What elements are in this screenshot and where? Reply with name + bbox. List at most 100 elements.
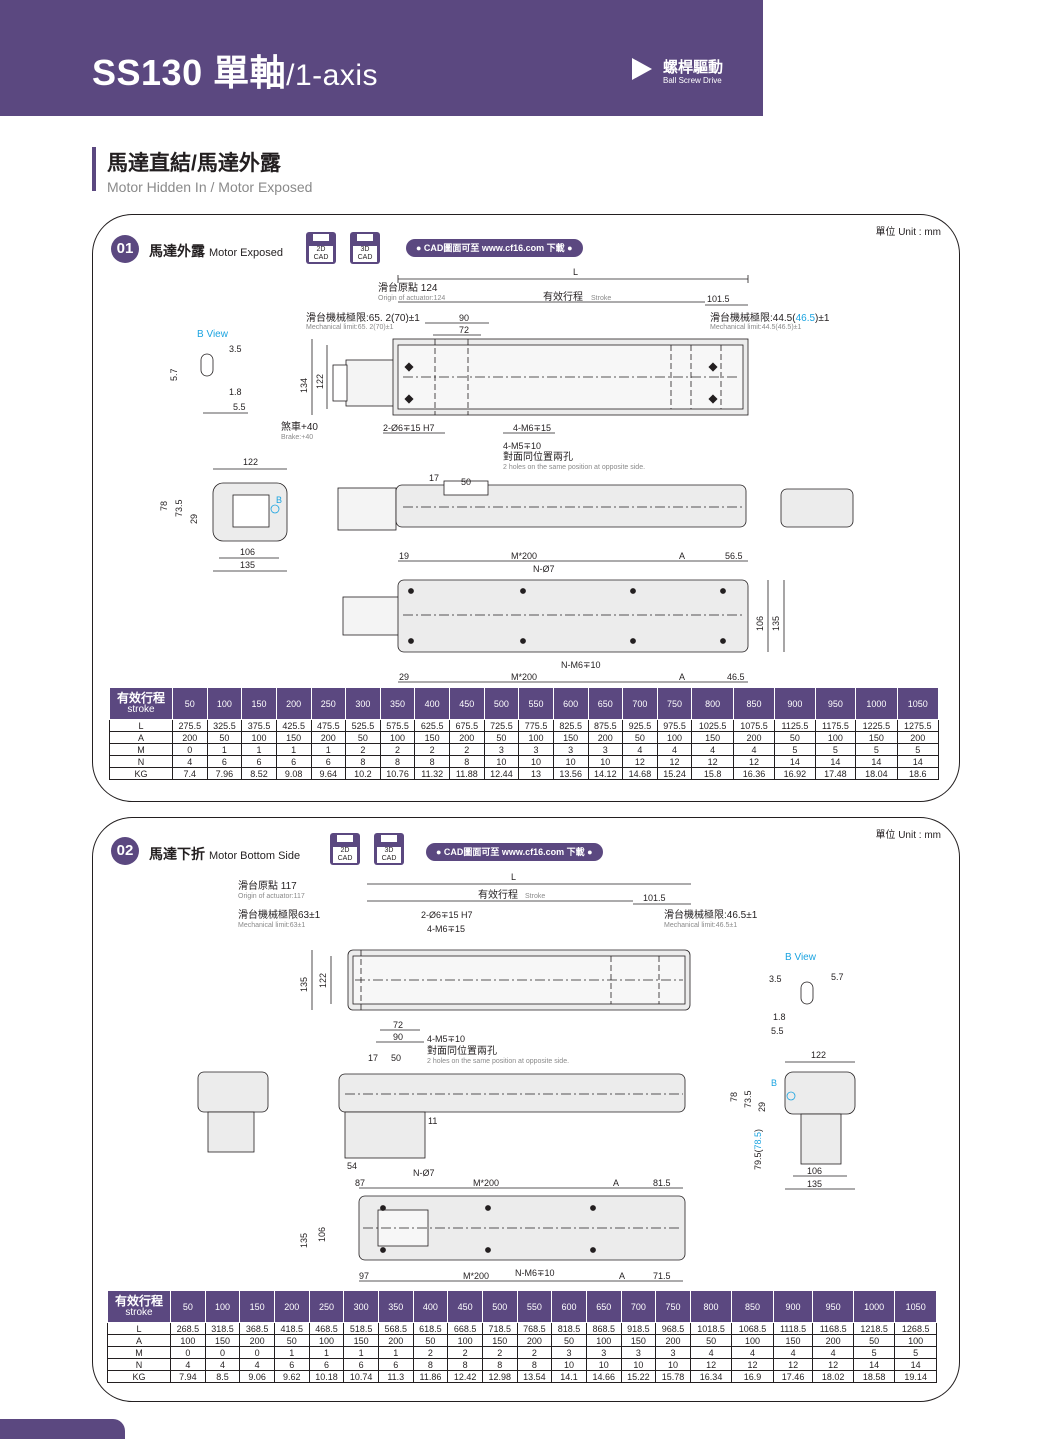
spec-cell: 100 — [731, 1334, 774, 1347]
spec-cell: 12 — [689, 1358, 733, 1371]
cad-2d-button[interactable]: 2D CAD — [330, 833, 360, 865]
slide-dim-54: 54 — [347, 1161, 357, 1171]
spec-cell: 1 — [273, 1346, 310, 1359]
m5-holes-zh: 對面同位置兩孔 — [427, 1044, 497, 1057]
top-dim-m200-bottom: M*200 — [511, 672, 537, 682]
stroke-column-header: 500 — [483, 687, 520, 720]
stroke-column-header: 650 — [587, 687, 624, 720]
stroke-column-header: 100 — [204, 1290, 241, 1323]
stroke-column-header: 150 — [239, 1290, 275, 1323]
end-dim-135: 135 — [240, 560, 255, 570]
spec-cell: 3 — [585, 1346, 622, 1359]
cad-download-link[interactable]: ● CAD圖面可至 www.cf16.com 下載 ● — [406, 239, 583, 257]
spec-cell: 200 — [172, 731, 208, 744]
spec-cell: 11.32 — [414, 767, 450, 780]
end-dim-29: 29 — [757, 1102, 767, 1112]
stroke-column-header: 700 — [622, 687, 658, 720]
spec-cell: 50 — [273, 1334, 310, 1347]
axis-zh: 單軸 — [213, 52, 287, 93]
spec-cell: 14.68 — [622, 767, 658, 780]
spec-cell: 100 — [170, 1334, 206, 1347]
stroke-header-en: stroke — [125, 1306, 153, 1318]
top-dim-a: A — [613, 1178, 619, 1188]
spec-cell: 4 — [812, 1346, 854, 1359]
stroke-header-zh: 有效行程 — [116, 690, 165, 705]
stroke-column-header: 50 — [170, 1290, 206, 1323]
cad-3d-button[interactable]: 3D CAD — [374, 833, 404, 865]
spec-cell: 50 — [689, 1334, 733, 1347]
b-dim-1-8: 1.8 — [773, 1012, 786, 1022]
end-view-right — [784, 1071, 856, 1115]
stroke-column-header: 250 — [310, 687, 347, 720]
dim-101-5: 101.5 — [643, 893, 666, 903]
motor-top-view — [342, 596, 400, 636]
top-hole-m6: N-M6∓10 — [515, 1268, 555, 1278]
spec-row-label: M — [109, 743, 173, 756]
spec-cell: 16.9 — [731, 1370, 774, 1383]
spec-row-label: N — [109, 755, 173, 768]
mech-limit-right-b: 46.5 — [796, 313, 816, 324]
spec-cell: 12 — [772, 1358, 814, 1371]
spec-cell: 150 — [772, 1334, 814, 1347]
spec-cell: 50 — [483, 731, 520, 744]
actuator-body-middle — [338, 1073, 686, 1113]
mech-limit-right-a: 滑台機械極限:44.5( — [710, 311, 796, 324]
spec-cell: 7.94 — [170, 1370, 206, 1383]
cad-2d-button[interactable]: 2D CAD — [306, 232, 336, 264]
mech-limit-left-en: Mechanical limit:63±1 — [238, 922, 305, 929]
model-name: SS130 — [92, 52, 203, 93]
end-dim-79-5: 79.5(78.5) — [753, 1129, 763, 1170]
m5-holes-en: 2 holes on the same position at opposite… — [503, 464, 645, 471]
spec-cell: 8 — [412, 1358, 449, 1371]
spec-cell: 5 — [774, 743, 816, 756]
spec-cell: 15.24 — [656, 767, 693, 780]
spec-cell: 675.5 — [449, 719, 485, 732]
spec-cell: 4 — [170, 1358, 206, 1371]
spec-cell: 1218.5 — [852, 1322, 896, 1335]
spec-cell: 8.52 — [241, 767, 277, 780]
spec-cell: 4 — [731, 1346, 774, 1359]
spec-cell: 8.5 — [204, 1370, 241, 1383]
spec-cell: 4 — [239, 1358, 275, 1371]
stroke-column-header: 850 — [731, 1290, 774, 1323]
spec-cell: 1 — [310, 743, 347, 756]
spec-cell: 200 — [310, 731, 347, 744]
spec-cell: 100 — [241, 731, 277, 744]
dim-72: 72 — [459, 325, 469, 335]
spec-cell: 7.96 — [206, 767, 243, 780]
spec-cell: 12.98 — [481, 1370, 518, 1383]
origin-label-en: Origin of actuator:124 — [378, 295, 445, 302]
top-dim-56-5: 56.5 — [725, 551, 743, 561]
spec-cell: 12 — [812, 1358, 854, 1371]
cad-download-link[interactable]: ● CAD圖面可至 www.cf16.com 下載 ● — [426, 843, 603, 861]
spec-cell: 14.12 — [587, 767, 624, 780]
m5-holes-zh: 對面同位置兩孔 — [503, 450, 573, 463]
spec-cell: 875.5 — [587, 719, 624, 732]
dim-122: 122 — [318, 973, 328, 988]
spec-cell: 8 — [379, 755, 416, 768]
spec-cell: 10.74 — [343, 1370, 379, 1383]
cad-3d-button[interactable]: 3D CAD — [350, 232, 380, 264]
spec-cell: 150 — [414, 731, 450, 744]
spec-cell: 918.5 — [620, 1322, 657, 1335]
spec-cell: 16.36 — [732, 767, 776, 780]
spec-cell: 4 — [172, 755, 208, 768]
spec-cell: 5 — [814, 743, 857, 756]
spec-cell: 14.66 — [585, 1370, 622, 1383]
spec-cell: 4 — [689, 1346, 733, 1359]
spec-cell: 1175.5 — [814, 719, 857, 732]
stroke-header-zh: 有效行程 — [114, 1293, 163, 1308]
spec-cell: 11.88 — [449, 767, 485, 780]
panel-title-en: Motor Exposed — [209, 247, 283, 259]
spec-cell: 9.08 — [275, 767, 312, 780]
section-marker — [92, 147, 96, 191]
stroke-column-header: 150 — [241, 687, 277, 720]
spec-cell: 50 — [412, 1334, 449, 1347]
spec-cell: 12 — [656, 755, 693, 768]
spec-cell: 1075.5 — [732, 719, 776, 732]
spec-cell: 150 — [552, 731, 589, 744]
